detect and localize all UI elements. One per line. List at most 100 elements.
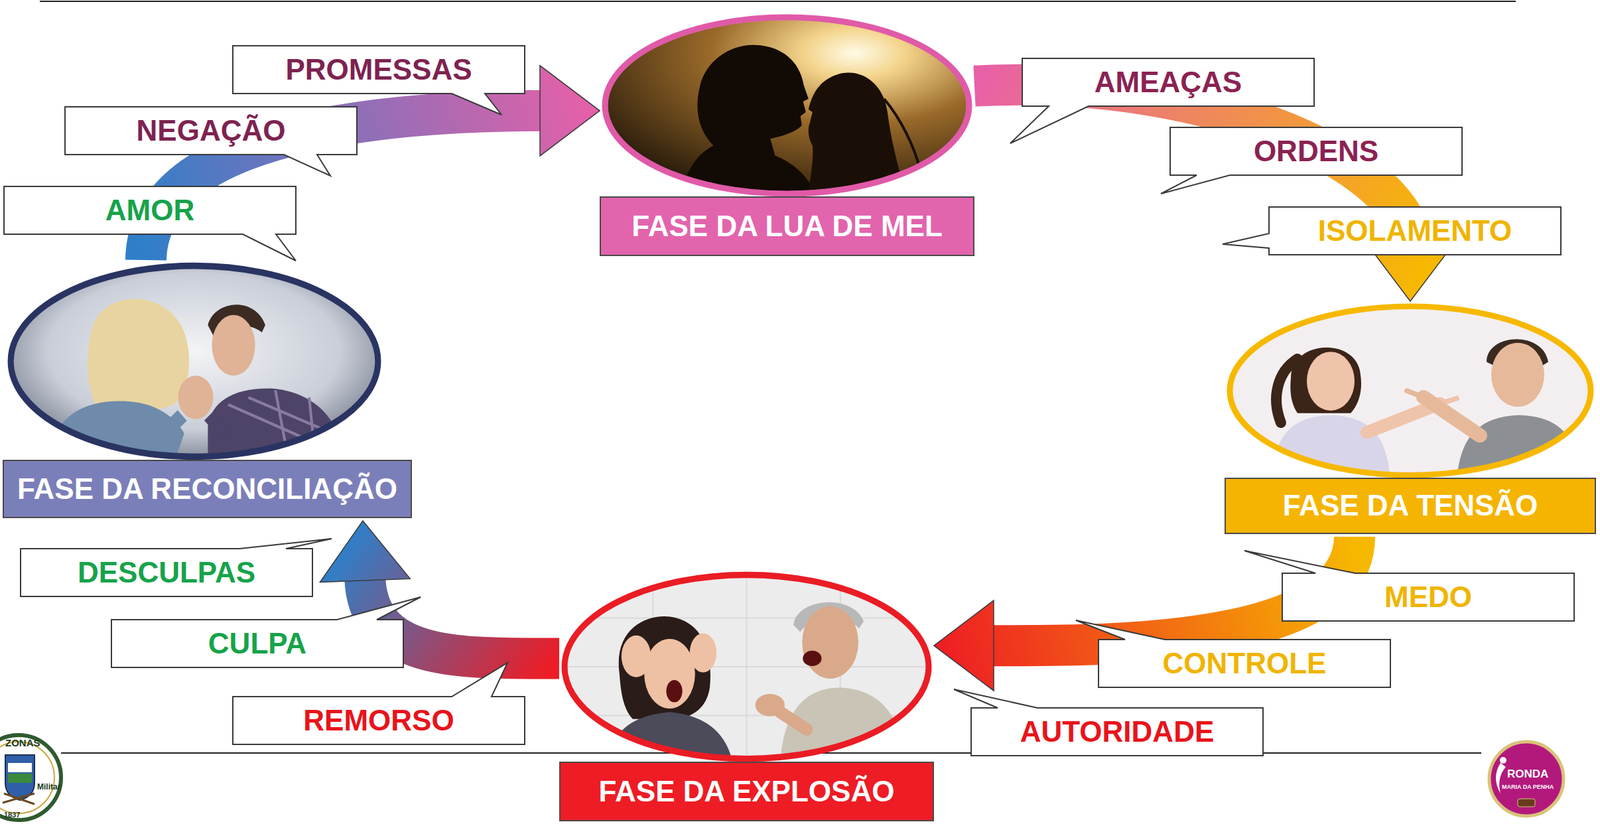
callout-text: ISOLAMENTO bbox=[1318, 214, 1513, 249]
callout-text: CULPA bbox=[208, 626, 307, 661]
phase-photo-part bbox=[1229, 306, 1591, 476]
phase-label-text: FASE DA TENSÃO bbox=[1282, 488, 1539, 523]
police-logo-part bbox=[0, 741, 55, 814]
callout-box: AMOR bbox=[3, 186, 296, 235]
callout-outline bbox=[20, 538, 332, 597]
phase-photo-part-part bbox=[1423, 397, 1480, 436]
phase-photo-part-part bbox=[160, 415, 183, 438]
phase-node: FASE DA EXPLOSÃO bbox=[559, 569, 934, 824]
phase-photo bbox=[1224, 301, 1597, 481]
arrow-head bbox=[539, 65, 600, 156]
callout-box: REMORSO bbox=[232, 696, 525, 745]
arrow-head bbox=[319, 520, 410, 582]
phase-photo-part-part bbox=[559, 569, 934, 765]
police-logo-part bbox=[2, 793, 35, 804]
phase-photo-part bbox=[564, 574, 929, 759]
phase-photo-part-part bbox=[1306, 351, 1355, 411]
callout-outline bbox=[232, 45, 525, 115]
callout-text: DESCULPAS bbox=[77, 555, 256, 590]
phase-photo-part bbox=[604, 17, 970, 194]
ronda-logo-part bbox=[1489, 741, 1564, 816]
phase-photo-part bbox=[5, 260, 384, 463]
phase-photo-part-part bbox=[1491, 342, 1545, 407]
phase-photo-part-part bbox=[644, 638, 696, 709]
callout-text: CONTROLE bbox=[1162, 646, 1327, 681]
phase-photo-part-part bbox=[211, 315, 255, 377]
phase-photo-part-part bbox=[5, 260, 384, 463]
ronda-logo bbox=[1489, 741, 1564, 816]
phase-node: FASE DA LUA DE MEL bbox=[599, 11, 975, 259]
callout-box: NEGAÇÃO bbox=[65, 106, 357, 155]
phase-photo-part-part bbox=[884, 98, 921, 173]
phase-label-text: FASE DA EXPLOSÃO bbox=[599, 774, 895, 809]
phase-photo-part-part bbox=[1276, 358, 1298, 423]
phase-photo bbox=[5, 260, 384, 463]
callout-text: ORDENS bbox=[1253, 134, 1379, 169]
callout-box: ISOLAMENTO bbox=[1268, 206, 1561, 255]
phase-label-box: FASE DA EXPLOSÃO bbox=[559, 761, 934, 822]
callout-outline bbox=[1160, 127, 1463, 194]
police-logo-part bbox=[0, 734, 62, 820]
callout-outline bbox=[111, 597, 421, 668]
phase-photo-part-part bbox=[666, 679, 682, 703]
callout-outline bbox=[1222, 206, 1561, 255]
callout-box: PROMESSAS bbox=[232, 45, 525, 94]
phase-photo-part-part bbox=[1224, 301, 1597, 481]
ronda-logo-part bbox=[1517, 798, 1535, 807]
phase-photo-part-part bbox=[802, 650, 822, 667]
phase-label-text: FASE DA RECONCILIAÇÃO bbox=[17, 472, 398, 507]
callout-box: DESCULPAS bbox=[20, 548, 313, 597]
callout-text: AUTORIDADE bbox=[1020, 715, 1215, 749]
phase-photo-part bbox=[1224, 301, 1597, 481]
phase-photo bbox=[599, 11, 975, 200]
callout-outline bbox=[232, 662, 525, 745]
phase-label-box: FASE DA LUA DE MEL bbox=[599, 196, 975, 257]
ronda-logo-part bbox=[1499, 756, 1507, 764]
callout-outline bbox=[1244, 550, 1575, 621]
arrow-head bbox=[933, 600, 994, 691]
phase-photo-part bbox=[10, 266, 379, 458]
callout-outline bbox=[3, 186, 296, 261]
logo-text: RONDA bbox=[1507, 768, 1549, 781]
phase-photo-part-part bbox=[1406, 390, 1424, 398]
phase-label-box: FASE DA TENSÃO bbox=[1224, 477, 1597, 534]
phase-node: FASE DA RECONCILIAÇÃO bbox=[2, 260, 412, 521]
phase-label-text: FASE DA LUA DE MEL bbox=[631, 209, 943, 244]
callout-box: CULPA bbox=[111, 619, 404, 668]
callout-text: MEDO bbox=[1384, 580, 1472, 615]
rule-line bbox=[39, 0, 1516, 2]
phase-photo-part-part bbox=[178, 375, 214, 419]
phase-photo-part-part bbox=[801, 606, 859, 679]
police-logo-part bbox=[7, 762, 32, 773]
callout-box: CONTROLE bbox=[1098, 639, 1391, 688]
logo-text: ZONAS bbox=[5, 737, 41, 749]
callout-outline bbox=[65, 106, 357, 176]
callout-text: NEGAÇÃO bbox=[136, 114, 286, 148]
phase-photo-part-part bbox=[559, 569, 934, 765]
phase-photo bbox=[559, 569, 934, 765]
police-logo-part bbox=[5, 754, 35, 800]
phase-photo-part-part bbox=[621, 635, 651, 678]
police-logo-part bbox=[7, 773, 32, 783]
callout-box: MEDO bbox=[1282, 573, 1575, 621]
callout-text: AMEAÇAS bbox=[1094, 65, 1242, 100]
callout-box: ORDENS bbox=[1170, 127, 1463, 176]
logo-text: 1837 bbox=[3, 810, 20, 819]
callout-box: AUTORIDADE bbox=[971, 707, 1264, 756]
phase-photo-part-part bbox=[689, 633, 717, 673]
police-logo bbox=[0, 734, 62, 820]
callout-text: REMORSO bbox=[303, 703, 454, 738]
phase-photo-part-part bbox=[679, 45, 818, 200]
phase-photo-part bbox=[559, 569, 934, 765]
logo-text: MARIA DA PENHA bbox=[1501, 784, 1554, 791]
callout-outline bbox=[953, 689, 1264, 756]
phase-photo-part-part bbox=[208, 415, 229, 438]
logo-text: Militar bbox=[37, 782, 61, 792]
phase-photo-part bbox=[599, 11, 975, 200]
callout-text: AMOR bbox=[105, 193, 195, 228]
callout-outline bbox=[1075, 620, 1391, 688]
phase-node: FASE DA TENSÃO bbox=[1224, 301, 1597, 537]
phase-photo-part-part bbox=[780, 711, 807, 730]
